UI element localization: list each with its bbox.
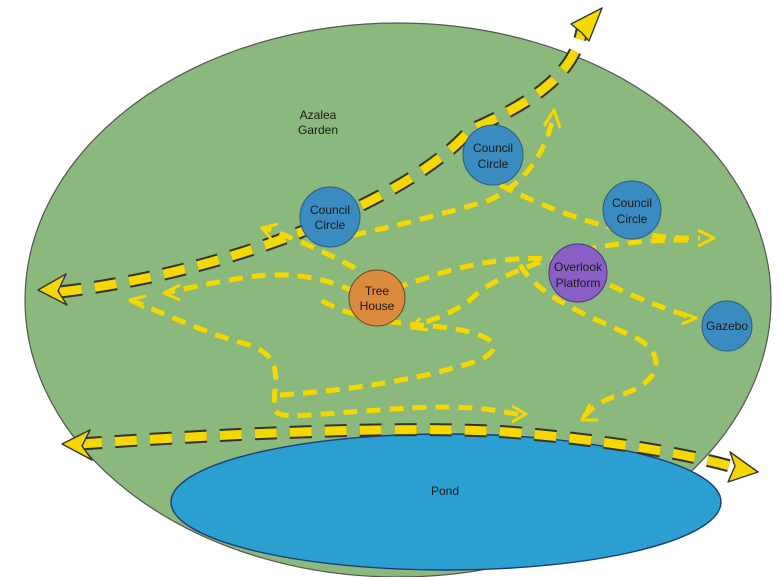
gazebo-circle (701, 300, 753, 352)
overlook-platform-circle (548, 243, 608, 303)
pond-area (170, 433, 722, 571)
arrow-gazebo (679, 310, 698, 326)
trail-overlook-to-pond (517, 263, 659, 420)
arrow-pond (511, 404, 528, 424)
feature-council-top: Council Circle (462, 124, 524, 186)
arrow-overlook-sw (410, 317, 429, 332)
council-circle-top (462, 124, 524, 186)
feature-overlook: Overlook Platform (548, 243, 608, 303)
arrow-southwest-loop (128, 294, 147, 310)
tree-house-circle (348, 269, 406, 327)
council-right-label-2: Circle (617, 212, 648, 226)
council-top-label-2: Circle (478, 157, 509, 171)
arrowhead-west-end (37, 273, 68, 306)
council-circle-right (602, 180, 662, 240)
council-left-label-1: Council (310, 203, 350, 217)
tree-house-label-1: Tree (365, 284, 390, 298)
feature-council-right: Council Circle (602, 180, 662, 240)
azalea-garden-label-1: Azalea (300, 108, 337, 122)
secondary-arrowheads (128, 108, 716, 424)
arrowhead-southwest-end (61, 429, 93, 461)
council-left-label-2: Circle (315, 218, 346, 232)
arrow-east (697, 228, 716, 248)
trail-overlook-to-southwest (417, 259, 541, 328)
gazebo-label: Gazebo (706, 319, 748, 333)
overlook-label-2: Platform (556, 276, 601, 290)
trail-treehouse-to-left (164, 272, 357, 296)
tree-house-label-2: House (360, 299, 395, 313)
main-trail-arrowheads (37, 7, 759, 483)
arrow-west (162, 283, 181, 302)
trail-treehouse-to-council (264, 225, 357, 271)
main-trail-north-fill (59, 29, 587, 297)
pond-label: Pond (431, 484, 459, 498)
arrow-top (542, 108, 562, 129)
trail-council-to-right (498, 182, 701, 241)
feature-tree-house: Tree House (348, 269, 406, 327)
council-top-label-1: Council (473, 141, 513, 155)
trail-council-to-top (329, 117, 556, 243)
arrowhead-east-end (727, 451, 759, 483)
council-right-label-1: Council (612, 196, 652, 210)
azalea-garden-label-2: Garden (298, 123, 338, 137)
arrowhead-north-end (570, 7, 603, 42)
overlook-label-1: Overlook (554, 260, 603, 274)
feature-gazebo: Gazebo (701, 300, 753, 352)
council-circle-left (299, 186, 361, 248)
arrow-council-left (260, 222, 279, 241)
arrow-pond-right (580, 403, 598, 422)
main-trails (59, 28, 732, 473)
feature-council-left: Council Circle (299, 186, 361, 248)
